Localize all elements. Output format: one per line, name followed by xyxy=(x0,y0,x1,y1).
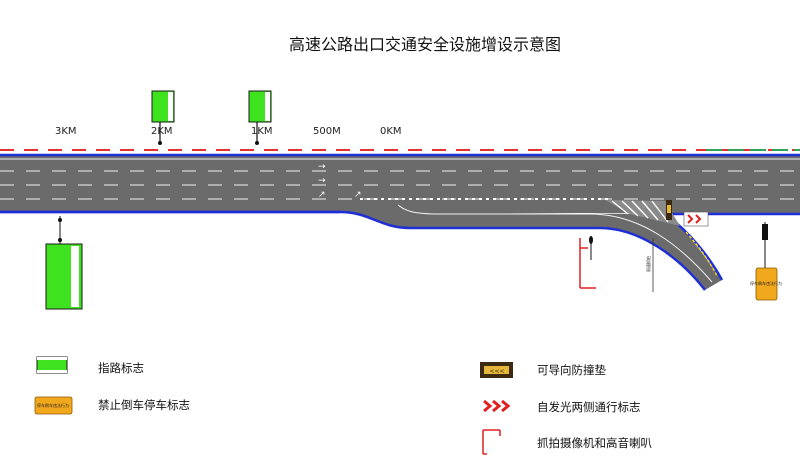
lane-arrow-3: ↗ xyxy=(318,190,326,200)
lane-arrow-2: → xyxy=(318,176,326,186)
legend-guide-sign: 指路标志 xyxy=(36,356,144,375)
diagram-title: 高速公路出口交通安全设施增设示意图 xyxy=(289,35,561,54)
camera-pole: 限速抓拍 xyxy=(645,238,654,292)
distance-mark-2km: 2KM xyxy=(151,126,173,137)
distance-mark-1km: 1KM xyxy=(251,126,273,137)
main-carriageway: → → ↗ ↗ xyxy=(0,153,800,216)
legend-label-no-reverse-sign: 禁止倒车停车标志 xyxy=(98,398,190,412)
legend-label-camera-speaker: 抓拍摄像机和高音喇叭 xyxy=(537,436,652,450)
svg-text:停车倒车违法行为: 停车倒车违法行为 xyxy=(37,402,69,408)
legend-crash-cushion: <<< 可导向防撞垫 xyxy=(480,362,606,378)
no-reverse-sign-label: 停车倒车违法行为 xyxy=(750,280,782,286)
orange-no-reverse-sign-icon xyxy=(34,396,73,415)
lane-arrow-4: ↗ xyxy=(354,190,362,200)
chevron-sign-icon xyxy=(683,211,709,227)
no-reverse-sign: 停车倒车违法行为 xyxy=(750,222,782,301)
legend-chevron-sign: 自发光两侧通行标志 xyxy=(480,398,641,414)
legend-label-crash-cushion: 可导向防撞垫 xyxy=(537,363,606,377)
guide-sign-2km xyxy=(151,90,175,145)
distance-mark-3km: 3KM xyxy=(55,126,77,137)
legend-no-reverse-sign: 停车倒车违法行为 禁止倒车停车标志 xyxy=(34,396,190,415)
svg-text:<<<: <<< xyxy=(489,368,504,375)
camera-pole-label: 限速抓拍 xyxy=(645,256,651,272)
camera-speaker-installation xyxy=(579,236,596,289)
distance-mark-0km: 0KM xyxy=(380,126,402,137)
legend-label-guide-sign: 指路标志 xyxy=(98,361,144,375)
guide-sign-lower xyxy=(45,216,83,310)
distance-mark-500m: 500M xyxy=(313,126,341,137)
distance-markers: 3KM 2KM 1KM 500M 0KM xyxy=(55,126,402,137)
legend-label-chevron-sign: 自发光两侧通行标志 xyxy=(537,400,641,414)
guide-sign-1km xyxy=(248,90,272,145)
lane-arrow-1: → xyxy=(318,162,326,172)
crash-cushion-icon xyxy=(666,200,672,220)
legend-camera-speaker: 抓拍摄像机和高音喇叭 xyxy=(482,429,652,455)
exit-ramp xyxy=(0,200,724,291)
